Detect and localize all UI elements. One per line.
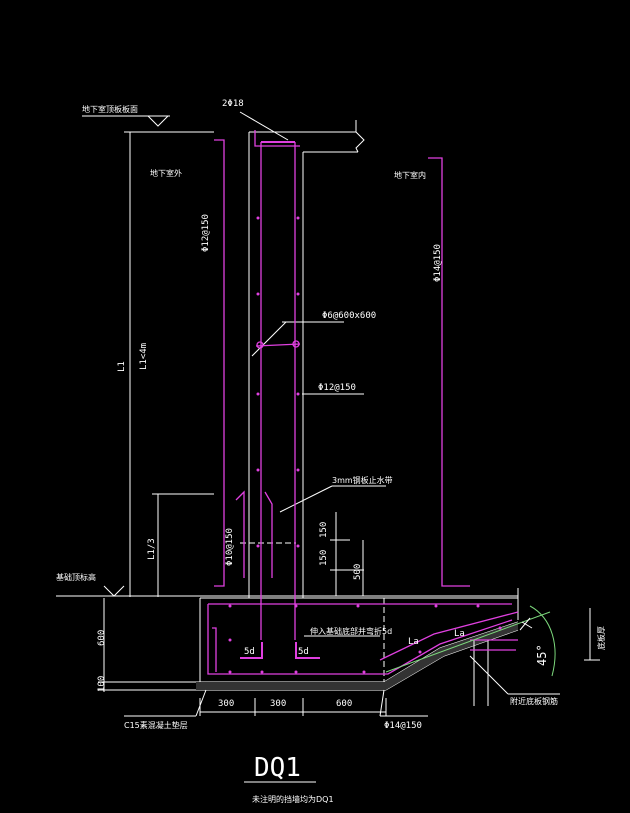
label-l1-limit: L1<4m	[139, 343, 149, 370]
label-dim-150a: 150	[319, 522, 329, 538]
label-basement-top: 地下室顶板板面	[82, 104, 138, 114]
anchor-right-5d	[295, 642, 320, 659]
label-rebar-top: 2Φ18	[222, 99, 244, 109]
tie-end-right	[292, 340, 300, 348]
cushion-slope-edge	[385, 629, 519, 691]
label-dim-150b: 150	[319, 550, 329, 566]
right-rebar-dim	[428, 157, 470, 587]
top-hook	[254, 130, 300, 147]
angle-arc	[529, 605, 556, 677]
leader-base-diag	[469, 655, 509, 695]
label-angle: 45°	[535, 644, 549, 666]
leader-bottom-diag	[379, 689, 385, 717]
anchor-left-5d	[240, 642, 263, 659]
label-dim-600: 600	[97, 630, 107, 646]
foundation-level-marker	[103, 585, 125, 597]
label-right-vert: Φ14@150	[433, 244, 443, 282]
label-la2: La	[454, 629, 465, 639]
leader-tie-diag	[251, 321, 287, 357]
label-tie: Φ6@600x600	[322, 311, 376, 321]
dowel-left	[235, 490, 245, 578]
label-bottom-bar: Φ14@150	[384, 721, 422, 731]
label-base-bar: 附近底板钢筋	[510, 696, 558, 706]
label-l13: L1/3	[147, 538, 157, 560]
label-5d-left: 5d	[244, 647, 255, 657]
label-bottom-300a: 300	[218, 699, 234, 709]
slope-bar	[379, 611, 519, 661]
label-inside: 地下室内	[394, 170, 426, 180]
label-anchor-note: 伸入基础底部并弯折5d	[310, 626, 392, 636]
label-dowel: Φ10@150	[225, 528, 235, 566]
tie-end-left	[256, 341, 264, 349]
leader-waterstop-diag	[279, 485, 333, 513]
leader-cushion-diag	[195, 689, 207, 717]
foundation-hook-left	[212, 627, 217, 672]
label-waterstop: 3mm钢板止水带	[332, 475, 393, 485]
drawing-note: 未注明的挡墙均为DQ1	[252, 794, 334, 804]
foundation-bottom-bar	[207, 604, 513, 675]
label-la1: La	[408, 637, 419, 647]
label-l1: L1	[117, 361, 127, 372]
dowel-mid	[264, 491, 273, 578]
rebar-dots	[228, 216, 502, 674]
cushion-slope-hatch	[384, 622, 518, 690]
label-5d-right: 5d	[298, 647, 309, 657]
label-left-vert: Φ12@150	[201, 214, 211, 252]
label-bottom-300b: 300	[270, 699, 286, 709]
label-bottom-600: 600	[336, 699, 352, 709]
break-line	[355, 120, 365, 153]
label-dim-100: 100	[97, 676, 107, 692]
cushion-hatch	[196, 682, 386, 690]
label-foundation-level: 基础顶标高	[56, 572, 96, 582]
label-base-thickness: 底板厚	[596, 626, 606, 650]
left-rebar-dim	[214, 139, 225, 587]
label-horiz: Φ12@150	[318, 383, 356, 393]
label-cushion: C15素混凝土垫层	[124, 720, 188, 730]
angle-arrow	[519, 617, 533, 631]
drawing-title: DQ1	[254, 753, 301, 783]
label-outside: 地下室外	[150, 168, 182, 178]
top-level-marker	[147, 115, 169, 127]
label-dim-500: 500	[353, 564, 363, 580]
leader-top-bar	[239, 111, 289, 141]
